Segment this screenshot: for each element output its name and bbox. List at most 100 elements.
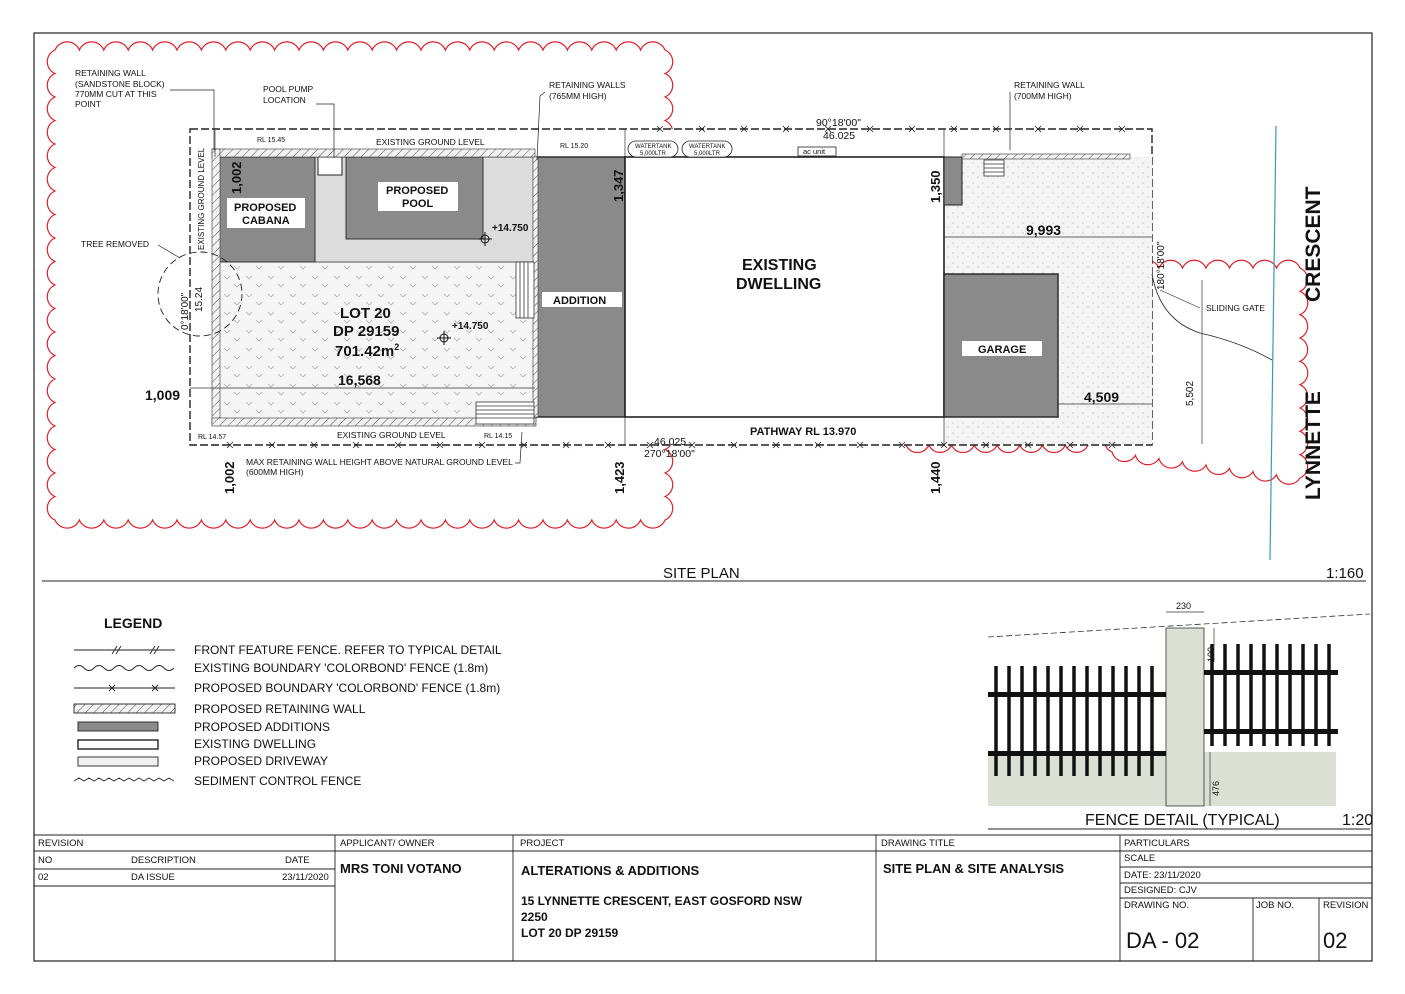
spot-level-marker-2 <box>437 331 451 345</box>
lot-number: LOT 20 <box>340 305 391 322</box>
revision-header: REVISION <box>38 838 84 849</box>
applicant-header: APPLICANT/ OWNER <box>340 838 435 849</box>
water-tank-2-label-a: WATERTANK <box>689 144 725 150</box>
fence-mark <box>656 125 664 133</box>
project-address-line-3: LOT 20 DP 29159 <box>521 926 619 940</box>
addition-label: ADDITION <box>553 295 606 307</box>
cabana-label-2: CABANA <box>242 215 290 227</box>
scale-label: SCALE <box>1124 853 1156 864</box>
dim-1440: 1,440 <box>928 461 943 494</box>
boundary-fence-marks <box>226 125 1126 449</box>
garage-label: GARAGE <box>978 344 1026 356</box>
revision-value: 02 <box>1323 928 1348 953</box>
dim-16568: 16,568 <box>338 372 381 388</box>
bearing-right: 180°18'00" <box>1156 241 1167 290</box>
fence-mark <box>562 441 570 449</box>
drawing-number: DA - 02 <box>1126 928 1200 953</box>
note-retaining-700-2: (700MM HIGH) <box>1014 91 1072 101</box>
fence-mark <box>436 441 444 449</box>
steps-garage <box>983 159 1005 177</box>
tree-removed-circle <box>157 251 243 337</box>
legend-item-existing-fence: EXISTING BOUNDARY 'COLORBOND' FENCE (1.8… <box>194 661 488 675</box>
steps-lower <box>475 401 535 425</box>
street-name-lynnette: LYNNETTE <box>1302 391 1325 500</box>
existing-ground-level-bottom: EXISTING GROUND LEVEL <box>337 430 446 440</box>
retaining-wall-top <box>211 148 536 158</box>
note-max-retaining-2: (600MM HIGH) <box>246 467 304 477</box>
fence-detail-drawing <box>987 611 1371 830</box>
water-tank-1-label-b: 5,000LTR <box>640 151 667 157</box>
lot-area: 701.42m2 <box>335 342 399 360</box>
note-sliding-gate: SLIDING GATE <box>1206 303 1265 313</box>
fence-detail-title: FENCE DETAIL (TYPICAL) <box>1085 812 1280 829</box>
existing-ground-level-top: EXISTING GROUND LEVEL <box>376 137 485 147</box>
note-retaining-700-1: RETAINING WALL <box>1014 80 1085 90</box>
addition-label-box <box>542 292 622 307</box>
water-tank-2-label-b: 5,000LTR <box>694 151 721 157</box>
fence-mark <box>520 441 528 449</box>
date-label: DATE: 23/11/2020 <box>1124 870 1201 881</box>
rev-row-date: 23/11/2020 <box>282 872 329 883</box>
fence-mark <box>698 125 706 133</box>
fence-mark <box>1034 125 1042 133</box>
rev-col-date: DATE <box>285 855 310 866</box>
pool-label-2: POOL <box>402 198 433 210</box>
fence-mark <box>226 441 234 449</box>
rev-row-no: 02 <box>38 872 49 883</box>
dim-1347: 1,347 <box>611 169 626 202</box>
small-retaining-block <box>943 156 963 206</box>
cabana-label-box <box>227 198 305 228</box>
street-line <box>1269 125 1277 561</box>
rl-bottom-left: RL 14.57 <box>198 434 226 441</box>
project-address-line-2: 2250 <box>521 910 548 924</box>
site-plan-scale: 1:160 <box>1326 565 1364 582</box>
particulars-header: PARTICULARS <box>1124 838 1190 849</box>
pool-pump <box>317 156 343 176</box>
water-tank-1 <box>627 140 679 158</box>
pool-label-1: PROPOSED <box>386 185 448 197</box>
rev-col-no: NO <box>38 855 53 866</box>
garage-label-box <box>962 341 1042 356</box>
dimension-lines <box>190 129 1203 445</box>
legend-item-proposed-additions: PROPOSED ADDITIONS <box>194 720 330 734</box>
legend-item-proposed-fence: PROPOSED BOUNDARY 'COLORBOND' FENCE (1.8… <box>194 681 500 695</box>
pathway-label: PATHWAY RL 13.970 <box>750 426 856 438</box>
dim-4509: 4,509 <box>1084 389 1119 405</box>
dim-1002-top: 1,002 <box>229 161 244 194</box>
legend-item-existing-dwelling: EXISTING DWELLING <box>194 737 316 751</box>
note-retaining-sandstone-3: 770MM CUT AT THIS <box>75 89 157 99</box>
legend-item-front-fence: FRONT FEATURE FENCE. REFER TO TYPICAL DE… <box>194 643 502 657</box>
note-pool-pump-1: POOL PUMP <box>263 84 314 94</box>
drawing-title-header: DRAWING TITLE <box>881 838 955 849</box>
drawing-title: SITE PLAN & SITE ANALYSIS <box>883 861 1065 876</box>
note-max-retaining-1: MAX RETAINING WALL HEIGHT ABOVE NATURAL … <box>246 457 513 467</box>
spot-level-2: +14.750 <box>452 321 489 332</box>
proposed-addition <box>536 156 626 418</box>
fence-dim-230: 230 <box>1176 601 1191 611</box>
note-retaining-765-2: (765MM HIGH) <box>549 91 607 101</box>
note-retaining-sandstone-2: (SANDSTONE BLOCK) <box>75 79 165 89</box>
rl-top-left: RL 15.45 <box>257 137 285 144</box>
fence-mark <box>1076 125 1084 133</box>
fence-mark <box>688 441 696 449</box>
ac-unit-label: ac unit <box>803 147 826 156</box>
note-retaining-sandstone-1: RETAINING WALL <box>75 68 146 78</box>
site-plan-title: SITE PLAN <box>663 565 740 582</box>
note-tree-removed: TREE REMOVED <box>81 239 149 249</box>
note-retaining-765-1: RETAINING WALLS <box>549 80 626 90</box>
note-pool-pump-2: LOCATION <box>263 95 306 105</box>
fence-mark <box>940 441 948 449</box>
fence-mark <box>1066 441 1074 449</box>
dim-1423: 1,423 <box>612 461 627 494</box>
rev-col-description: DESCRIPTION <box>131 855 196 866</box>
project-header: PROJECT <box>520 838 565 849</box>
cabana-label-1: PROPOSED <box>234 202 296 214</box>
fence-mark <box>824 125 832 133</box>
spot-level-marker-1 <box>478 232 492 246</box>
ac-unit-box <box>797 146 837 157</box>
note-retaining-sandstone-4: POINT <box>75 99 101 109</box>
rev-row-description: DA ISSUE <box>131 872 175 883</box>
fence-dim-100: 100 <box>1206 647 1216 662</box>
fence-mark <box>740 125 748 133</box>
length-left: 15.24 <box>194 287 205 312</box>
